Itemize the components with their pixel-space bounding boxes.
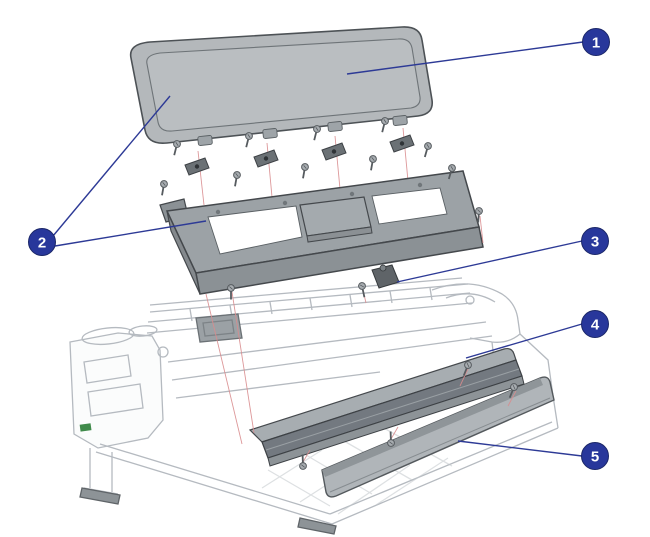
- callout-3-label: 3: [591, 234, 599, 251]
- part-3-bracket-assembly: [371, 264, 400, 289]
- callout-5: 5: [581, 442, 609, 470]
- center-foot: [297, 517, 337, 535]
- leader-lines: [52, 41, 584, 457]
- carriage: [195, 313, 243, 343]
- part-1-window: [129, 26, 434, 146]
- leader-1: [346, 41, 584, 75]
- part-5-front-cover: [321, 376, 555, 498]
- alignment-lines: [197, 127, 517, 463]
- leader-5: [457, 440, 583, 457]
- callout-2: 2: [28, 228, 56, 256]
- callouts: 1 2 3 4 5: [28, 28, 610, 470]
- callout-1-label: 1: [592, 35, 600, 52]
- leader-2b: [54, 220, 207, 247]
- callout-5-label: 5: [591, 449, 599, 466]
- callout-4: 4: [581, 310, 609, 338]
- leader-3: [396, 240, 583, 283]
- part-2-top-cover-frame: [159, 170, 484, 295]
- window-hinges: [184, 134, 415, 176]
- leader-4: [465, 323, 583, 359]
- green-board: [79, 423, 92, 432]
- left-foot: [79, 487, 121, 505]
- callout-1: 1: [582, 28, 610, 56]
- callout-2-label: 2: [38, 235, 46, 252]
- callout-4-label: 4: [591, 317, 600, 334]
- callout-3: 3: [581, 227, 609, 255]
- part-4-media-deflector: [248, 347, 525, 467]
- leader-2a: [52, 95, 171, 237]
